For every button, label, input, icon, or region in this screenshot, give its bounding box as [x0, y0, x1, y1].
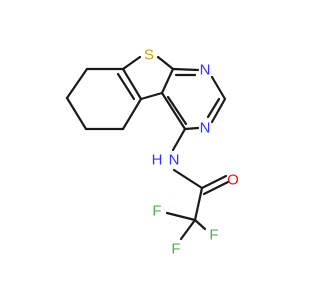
bond: [121, 97, 143, 131]
bond: [210, 97, 227, 124]
nitrogen-atom-ring-top: N: [200, 62, 211, 79]
bond: [171, 67, 200, 72]
bond: [160, 67, 175, 95]
bond: [121, 67, 143, 101]
bond: [193, 186, 204, 222]
nitrogen-atom-ring-bottom: N: [200, 120, 211, 137]
bond: [206, 97, 221, 119]
bond: [166, 95, 188, 126]
bond: [200, 174, 228, 190]
bond: [171, 127, 187, 152]
bond: [202, 180, 230, 196]
bond: [65, 67, 89, 100]
bond: [116, 72, 136, 101]
nitrogen-atom-amide: N: [169, 152, 180, 169]
bonds: [65, 55, 230, 241]
bond: [65, 96, 88, 131]
bond: [160, 91, 187, 131]
bond: [139, 91, 164, 101]
bond: [183, 126, 200, 131]
bond: [179, 218, 197, 241]
molecule-structure: S N N N H O F F F: [65, 47, 239, 258]
bond: [121, 55, 142, 71]
fluorine-atom-bottom: F: [171, 241, 180, 258]
bond: [193, 218, 207, 231]
bond: [165, 211, 197, 222]
bond: [172, 168, 204, 190]
bond: [210, 75, 227, 101]
fluorine-atom-left: F: [152, 203, 161, 220]
bond: [156, 55, 175, 71]
fluorine-atom-right: F: [209, 227, 218, 244]
oxygen-atom: O: [227, 172, 239, 189]
hydrogen-atom-amide: H: [152, 152, 163, 169]
atom-labels: S N N N H O F F F: [144, 47, 239, 258]
sulfur-atom: S: [144, 47, 154, 64]
